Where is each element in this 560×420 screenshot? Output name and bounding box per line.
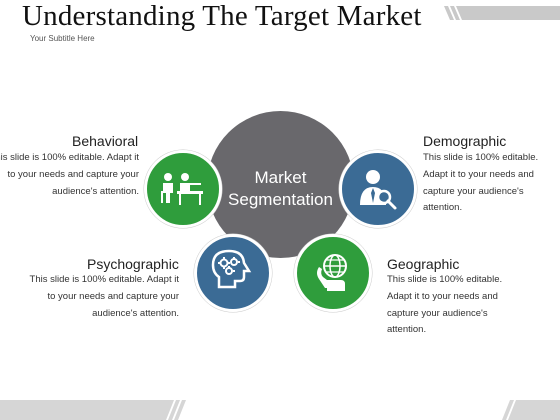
person-magnifier-icon xyxy=(360,170,397,210)
page-subtitle: Your Subtitle Here xyxy=(30,34,95,43)
demographic-node xyxy=(339,150,417,228)
head-gears-icon xyxy=(211,249,252,289)
segment-title-geographic: Geographic xyxy=(387,256,460,272)
segment-body-demographic: This slide is 100% editable. Adapt it to… xyxy=(423,152,539,214)
segment-body-behavioral: This slide is 100% editable. Adapt it to… xyxy=(0,152,139,197)
meeting-icon xyxy=(161,173,203,205)
geographic-node xyxy=(294,234,372,312)
hub-label-line1: Market xyxy=(254,168,307,187)
hub-label: Market Segmentation xyxy=(207,167,354,211)
segment-body-psychographic: This slide is 100% editable. Adapt it to… xyxy=(29,274,179,319)
segment-body-geographic: This slide is 100% editable. Adapt it to… xyxy=(387,274,503,336)
footer-stripes-decoration xyxy=(0,400,560,420)
psychographic-node xyxy=(194,234,272,312)
page-title: Understanding The Target Market xyxy=(22,0,422,32)
behavioral-node xyxy=(144,150,222,228)
segment-title-demographic: Demographic xyxy=(423,133,507,149)
market-segmentation-hub xyxy=(207,111,354,258)
hub-label-line2: Segmentation xyxy=(228,190,333,209)
segment-title-psychographic: Psychographic xyxy=(87,256,179,272)
header-stripes-decoration xyxy=(444,6,560,20)
segment-title-behavioral: Behavioral xyxy=(72,133,139,149)
hand-globe-icon xyxy=(317,254,347,291)
